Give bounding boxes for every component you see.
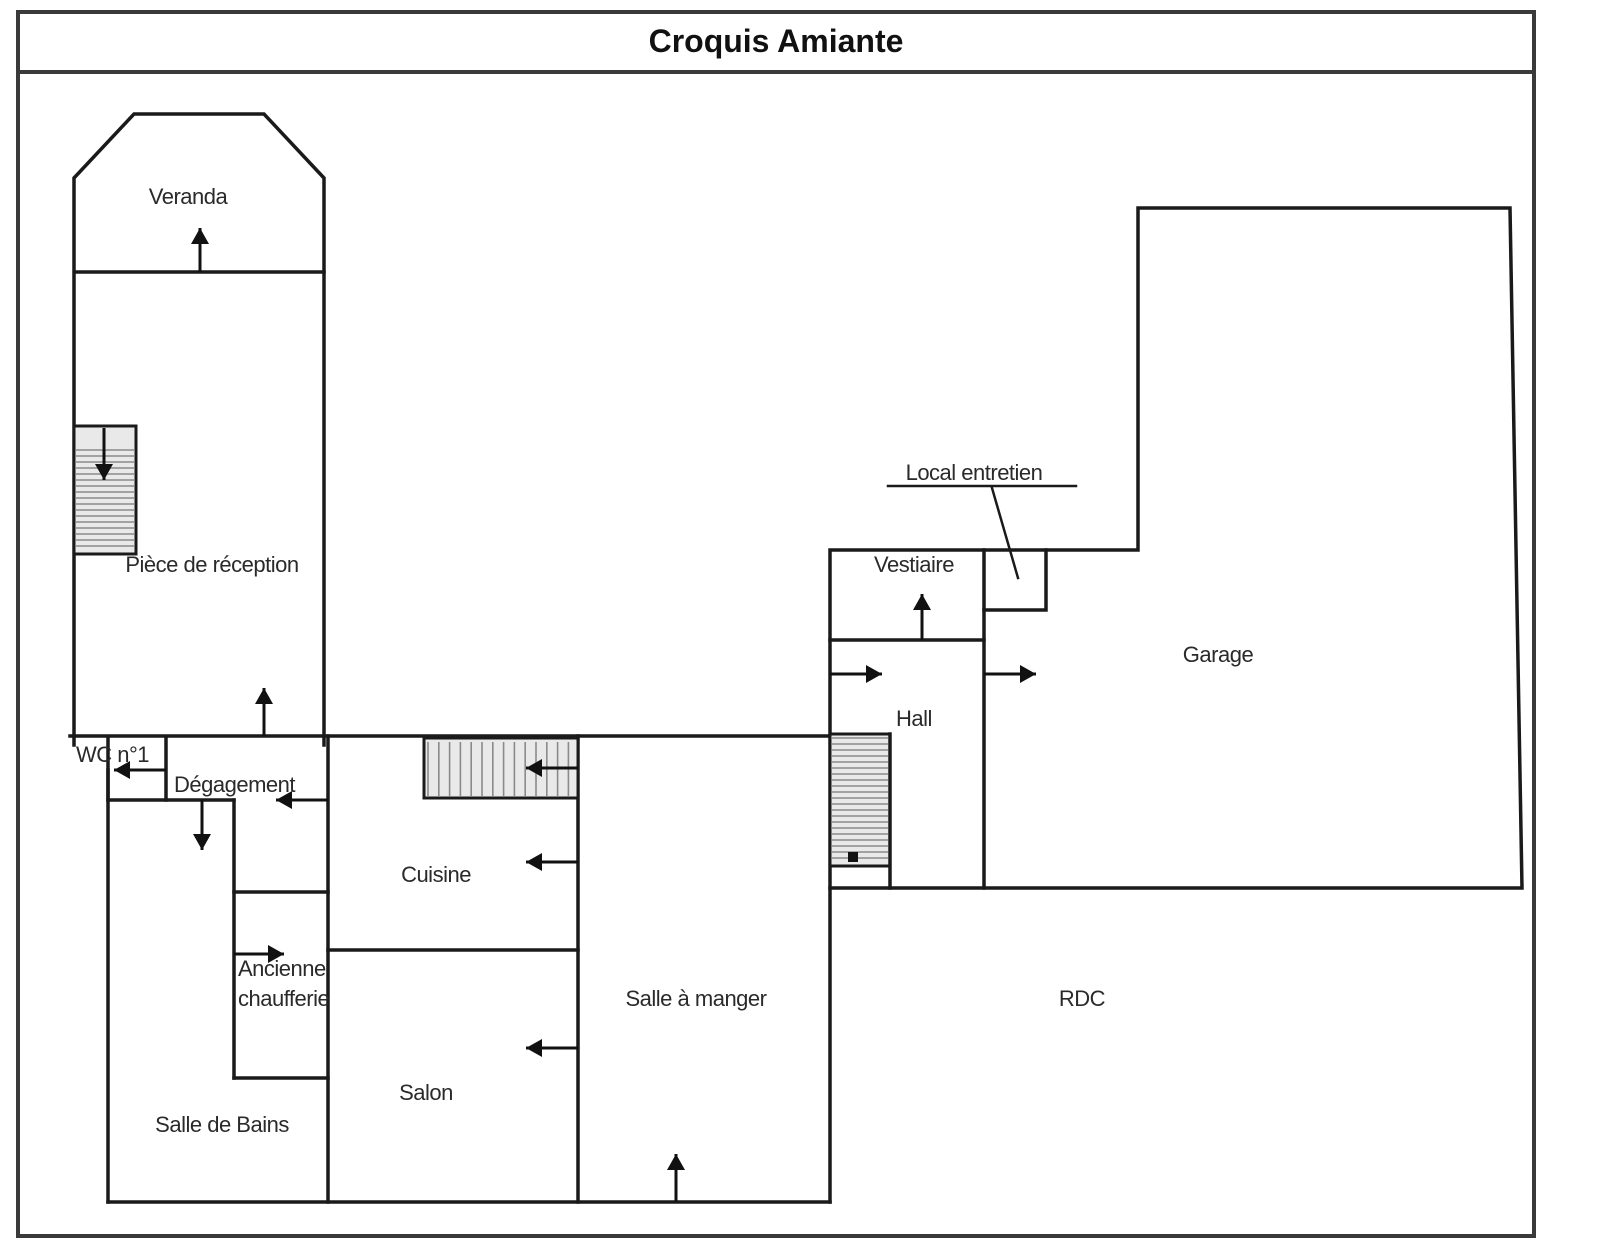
arrow-icon	[526, 759, 578, 777]
room-label-cuisine: Cuisine	[401, 862, 471, 887]
staircase-icon	[828, 732, 892, 868]
room-label-garage: Garage	[1183, 642, 1254, 667]
arrow-icon	[255, 688, 273, 736]
arrow-icon	[191, 228, 209, 272]
room-label-salle-a-manger: Salle à manger	[626, 986, 767, 1011]
arrow-icon	[276, 791, 328, 809]
arrow-icon	[114, 761, 166, 779]
east-wing-outline	[828, 206, 1524, 890]
room-label-degagement: Dégagement	[174, 772, 295, 797]
arrow-icon	[526, 1039, 578, 1057]
room-label-vestiaire: Vestiaire	[874, 552, 954, 577]
arrow-icon	[193, 800, 211, 850]
arrow-icon	[984, 665, 1036, 683]
arrow-icon	[234, 945, 284, 963]
arrow-icon	[913, 594, 931, 640]
level-label: RDC	[1059, 986, 1106, 1011]
page-title: Croquis Amiante	[649, 23, 904, 59]
room-label-chaufferie-2: chaufferie	[238, 986, 329, 1011]
room-label-chaufferie-1: Ancienne	[238, 956, 326, 981]
local-entretien-leader	[990, 486, 1020, 580]
room-label-veranda: Veranda	[149, 184, 229, 209]
room-label-local-entretien: Local entretien	[906, 460, 1043, 485]
room-label-piece-reception: Pièce de réception	[125, 552, 298, 577]
floor-plan: Croquis Amiante Veranda Pièce	[16, 10, 1536, 1238]
room-label-hall: Hall	[896, 706, 932, 731]
arrow-icon	[667, 1154, 685, 1202]
room-label-salon: Salon	[399, 1080, 453, 1105]
outer-border	[16, 10, 1536, 1238]
local-entretien-wall	[982, 548, 1048, 612]
arrow-icon	[526, 853, 578, 871]
arrow-icon	[830, 665, 882, 683]
room-label-wc: WC n°1	[76, 742, 149, 767]
room-label-salle-de-bains: Salle de Bains	[155, 1112, 289, 1137]
sketch-frame: Croquis Amiante Veranda Pièce	[16, 10, 1576, 1240]
arrow-icon	[95, 428, 113, 480]
